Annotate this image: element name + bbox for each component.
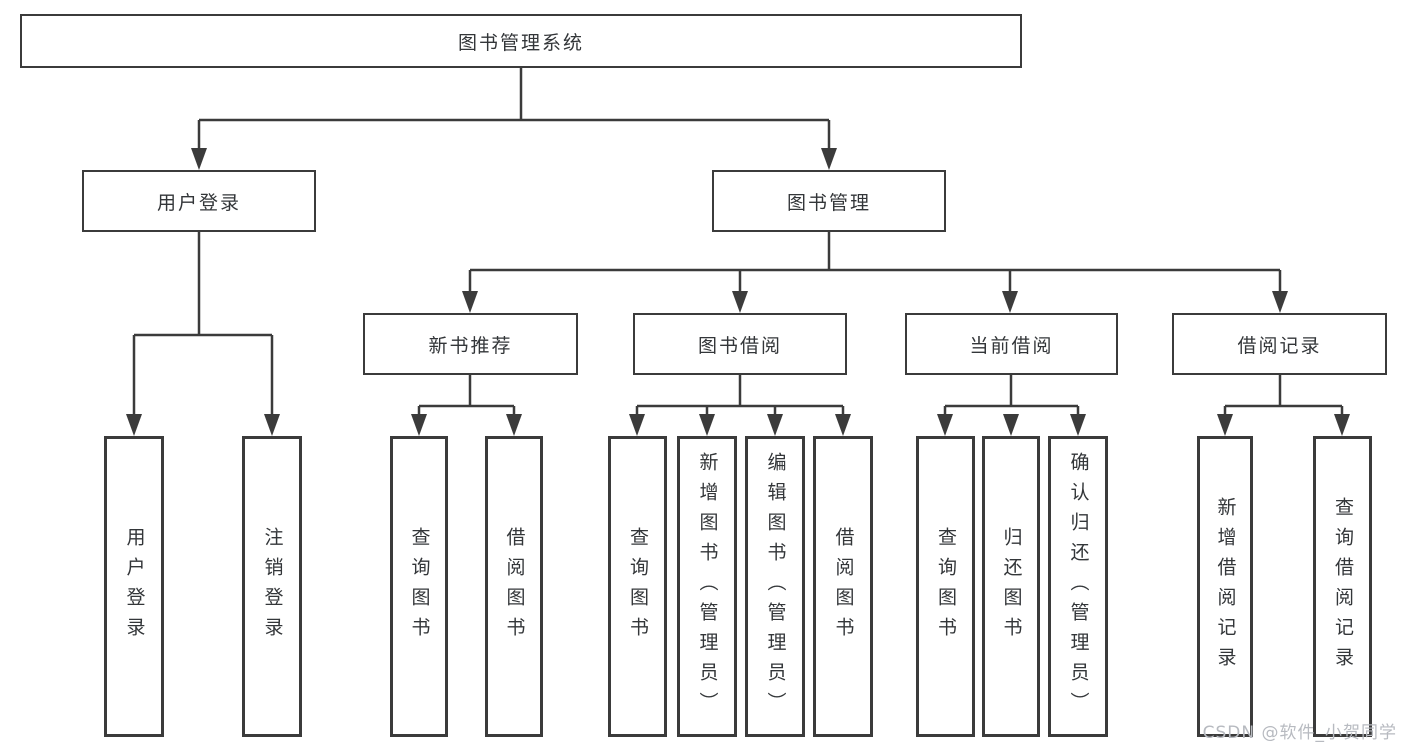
- node-label: 查询图书: [408, 526, 431, 647]
- node-new-book-recommend: 新书推荐: [363, 313, 578, 375]
- leaf-borrow-query-book: 查询图书: [608, 436, 667, 737]
- node-label: 借阅图书: [503, 526, 526, 647]
- node-label: 当前借阅: [969, 334, 1054, 357]
- node-root-library-system: 图书管理系统: [20, 14, 1022, 68]
- node-label: 用户登录: [156, 191, 241, 214]
- node-label: 图书管理系统: [457, 31, 584, 54]
- node-label: 图书管理: [786, 191, 871, 214]
- leaf-current-return-book: 归还图书: [982, 436, 1040, 737]
- node-label: 查询借阅记录: [1332, 496, 1354, 677]
- leaf-borrow-borrow-book: 借阅图书: [813, 436, 873, 737]
- node-label: 确认归还（管理员）: [1067, 451, 1090, 722]
- node-user-login: 用户登录: [82, 170, 316, 232]
- node-current-borrow: 当前借阅: [905, 313, 1118, 375]
- node-label: 借阅图书: [832, 526, 855, 647]
- node-label: 查询图书: [627, 526, 649, 647]
- node-book-management: 图书管理: [712, 170, 946, 232]
- leaf-records-add-record: 新增借阅记录: [1197, 436, 1253, 737]
- node-label: 新增借阅记录: [1214, 496, 1237, 677]
- csdn-watermark: CSDN @软件_小贺同学: [1202, 723, 1397, 743]
- node-label: 图书借阅: [697, 334, 782, 357]
- leaf-logout: 注销登录: [242, 436, 302, 737]
- node-label: 用户登录: [123, 526, 146, 647]
- node-label: 注销登录: [261, 526, 284, 647]
- node-label: 编辑图书（管理员）: [764, 451, 787, 722]
- node-label: 查询图书: [935, 526, 957, 647]
- node-label: 借阅记录: [1237, 334, 1322, 357]
- node-book-borrow: 图书借阅: [633, 313, 847, 375]
- leaf-current-query-book: 查询图书: [916, 436, 975, 737]
- leaf-borrow-edit-book-admin: 编辑图书（管理员）: [745, 436, 805, 737]
- arrow-down-icons: [126, 148, 1350, 436]
- node-borrow-records: 借阅记录: [1172, 313, 1387, 375]
- leaf-recommend-query-book: 查询图书: [390, 436, 448, 737]
- leaf-user-login: 用户登录: [104, 436, 164, 737]
- node-label: 归还图书: [1000, 526, 1023, 647]
- connector-paths: [132, 68, 1344, 418]
- node-label: 新增图书（管理员）: [696, 451, 719, 722]
- leaf-records-query-record: 查询借阅记录: [1313, 436, 1372, 737]
- leaf-current-confirm-return-admin: 确认归还（管理员）: [1048, 436, 1108, 737]
- node-label: 新书推荐: [428, 334, 513, 357]
- leaf-borrow-add-book-admin: 新增图书（管理员）: [677, 436, 737, 737]
- leaf-recommend-borrow-book: 借阅图书: [485, 436, 543, 737]
